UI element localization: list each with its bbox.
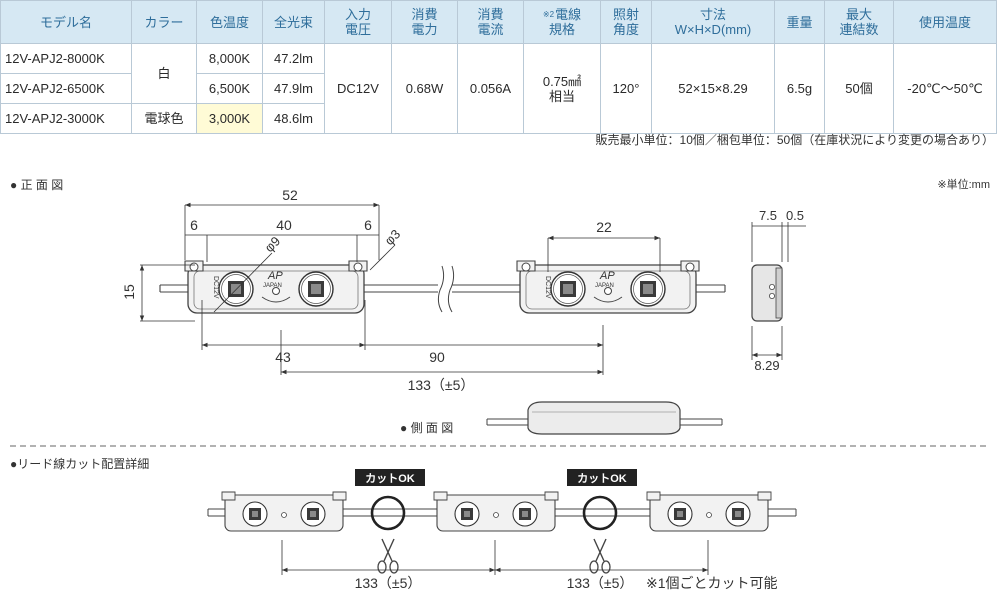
- header-power: 消費電力: [391, 0, 458, 44]
- dim-pitch-gap: 90: [429, 349, 445, 365]
- unit-note: ※単位:mm: [937, 177, 990, 191]
- dim-led-diameter: φ9: [262, 233, 284, 255]
- dim-hole-diameter: φ3: [382, 226, 404, 248]
- max-links-cell: 50個: [824, 43, 894, 134]
- dim-left-edge: 6: [190, 217, 198, 233]
- technical-drawing: ● 正 面 図 ※単位:mm DC12V AP JAPAN DC12V AP J…: [10, 177, 990, 591]
- dim-led-gap: 22: [596, 219, 612, 235]
- flux-cell: 48.6lm: [262, 103, 325, 134]
- cut-dimension-lines: [281, 540, 709, 575]
- header-input-voltage: 入力電圧: [324, 0, 392, 44]
- front-view-title: ● 正 面 図: [10, 178, 63, 192]
- temp-range-cell: -20℃〜50℃: [893, 43, 997, 134]
- dim-side-depth: 8.29: [754, 358, 779, 373]
- dim-lead-left: 43: [275, 349, 291, 365]
- side-view: [486, 401, 723, 435]
- cut-note: ※1個ごとカット可能: [646, 575, 778, 591]
- color-cell: 電球色: [131, 103, 197, 134]
- voltage-cell: DC12V: [324, 43, 392, 134]
- scissors-icon: [589, 538, 611, 574]
- angle-cell: 120°: [600, 43, 652, 134]
- led-module-front-2: DC12V AP JAPAN: [516, 260, 700, 314]
- temp-cell: 3,000K: [196, 103, 263, 134]
- dim-side-depth-a: 7.5: [759, 208, 777, 223]
- end-view: 7.5 0.5 8.29: [751, 208, 806, 373]
- led-module-front-1: DC12V AP JAPAN: [184, 260, 368, 314]
- dim-side-depth-b: 0.5: [786, 208, 804, 223]
- module-voltage-mark: DC12V: [544, 276, 551, 299]
- table-row: 12V-APJ2-3000K 電球色 3,000K 48.6lm: [0, 103, 997, 134]
- cut-ok-badge: [355, 469, 425, 486]
- header-current: 消費電流: [457, 0, 524, 44]
- dim-height: 15: [121, 284, 137, 300]
- header-luminous-flux: 全光束: [262, 0, 325, 44]
- temp-cell: 6,500K: [196, 73, 263, 104]
- flux-cell: 47.2lm: [262, 43, 325, 74]
- module-voltage-mark: DC12V: [212, 276, 219, 299]
- model-cell: 12V-APJ2-6500K: [0, 73, 132, 104]
- table-row: 12V-APJ2-8000K 白 8,000K 47.2lm DC12V 0.6…: [0, 43, 997, 134]
- table-header-row: モデル名 カラー 色温度 全光束 入力電圧 消費電力 消費電流 ※2電線規格 照…: [0, 0, 997, 44]
- header-max-links: 最大連結数: [824, 0, 894, 44]
- flux-cell: 47.9lm: [262, 73, 325, 104]
- cut-pitch-left: 133（±5）: [355, 575, 422, 591]
- power-cell: 0.68W: [391, 43, 458, 134]
- header-weight: 重量: [774, 0, 825, 44]
- header-angle: 照射角度: [600, 0, 652, 44]
- scissors-icon: [377, 538, 399, 574]
- cut-ok-label: カットOK: [577, 472, 627, 485]
- cut-section-title: ●リード線カット配置詳細: [10, 456, 149, 471]
- side-view-title: ● 側 面 図: [400, 421, 453, 435]
- temp-cell: 8,000K: [196, 43, 263, 74]
- size-cell: 52×15×8.29: [651, 43, 775, 134]
- color-cell: 白: [131, 43, 197, 104]
- strip-module: [646, 491, 772, 532]
- header-operating-temp: 使用温度: [893, 0, 997, 44]
- header-color-temp: 色温度: [196, 0, 263, 44]
- model-cell: 12V-APJ2-3000K: [0, 103, 132, 134]
- module-brand-sub: JAPAN: [263, 283, 282, 289]
- cut-pitch-right: 133（±5）: [567, 575, 634, 591]
- header-color: カラー: [131, 0, 197, 44]
- model-cell: 12V-APJ2-8000K: [0, 43, 132, 74]
- current-cell: 0.056A: [457, 43, 524, 134]
- sales-unit-note: 販売最小単位：10個／梱包単位：50個（在庫状況により変更の場合あり）: [595, 133, 994, 147]
- module-brand-sub: JAPAN: [595, 283, 614, 289]
- dimension-lines: [139, 202, 661, 375]
- module-brand-mark: AP: [599, 270, 615, 282]
- weight-cell: 6.5g: [774, 43, 825, 134]
- table-row: 12V-APJ2-6500K 6,500K 47.9lm: [0, 73, 997, 104]
- header-model: モデル名: [0, 0, 132, 44]
- header-wire: ※2電線規格: [523, 0, 601, 44]
- cut-detail-strip: [207, 469, 797, 532]
- spec-table: モデル名 カラー 色温度 全光束 入力電圧 消費電力 消費電流 ※2電線規格 照…: [0, 0, 997, 134]
- module-brand-mark: AP: [267, 270, 283, 282]
- dim-hole-pitch: 40: [276, 217, 292, 233]
- dim-width: 52: [282, 187, 298, 203]
- dim-pitch-total: 133（±5）: [408, 377, 475, 393]
- cut-ok-badge: [567, 469, 637, 486]
- cut-ok-label: カットOK: [365, 472, 415, 485]
- dim-right-edge: 6: [364, 217, 372, 233]
- cut-point-circle: [582, 495, 618, 531]
- strip-module: [221, 491, 347, 532]
- cut-point-circle: [370, 495, 406, 531]
- strip-module: [433, 491, 559, 532]
